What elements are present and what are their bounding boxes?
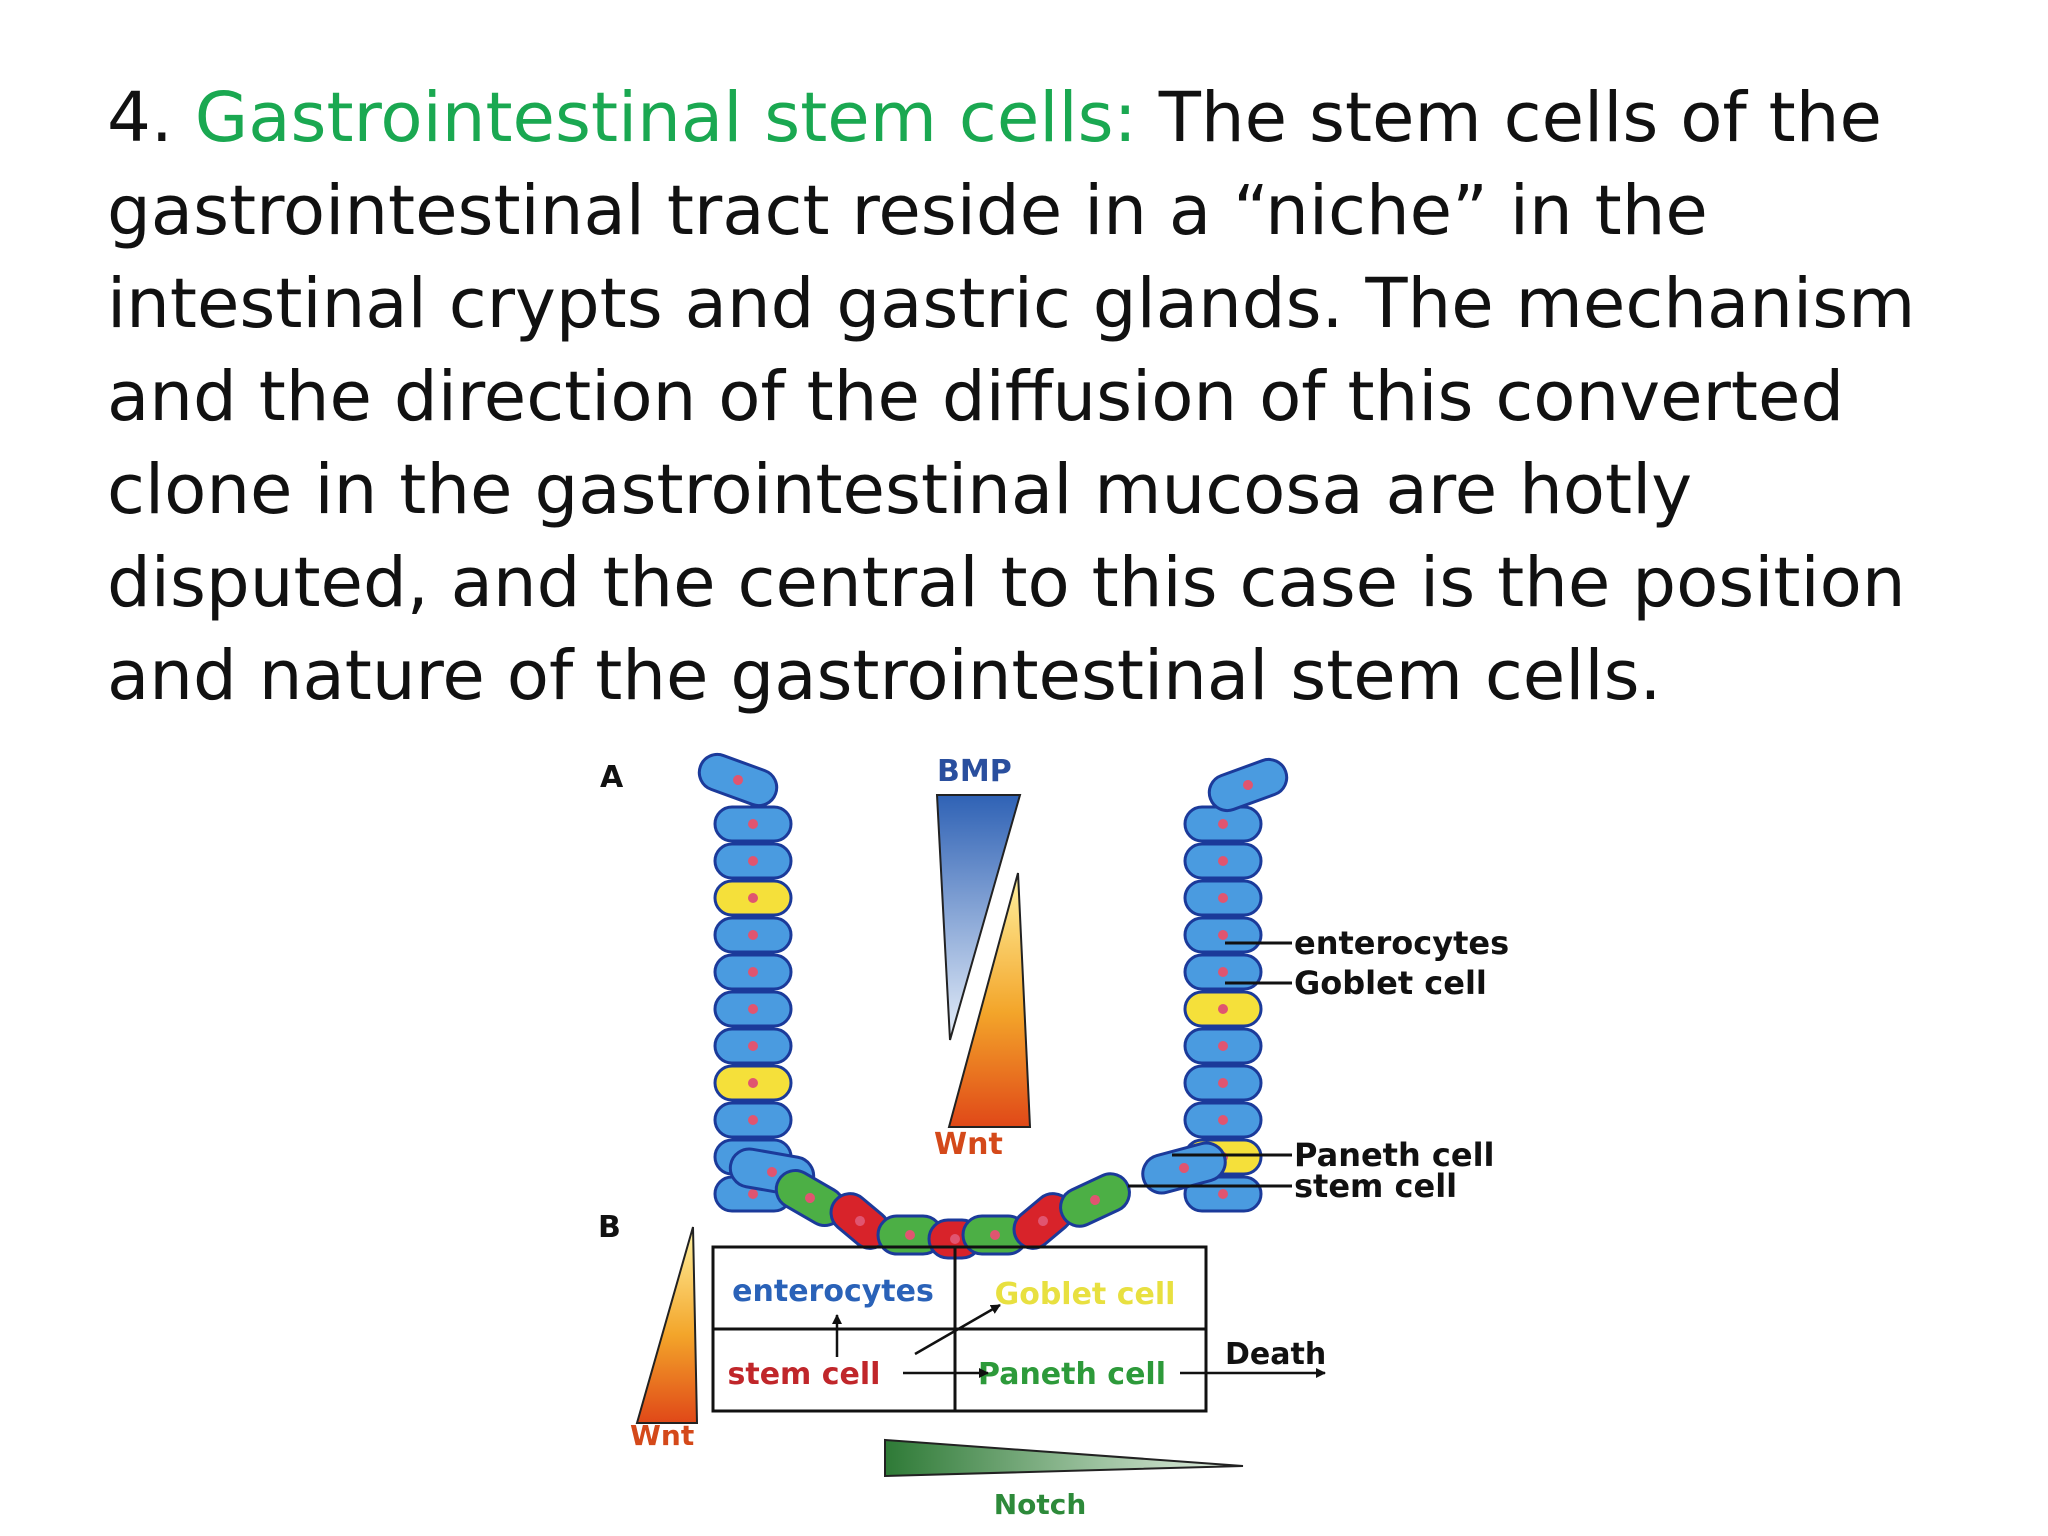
- nucleus: [748, 1078, 758, 1088]
- enterocyte-cell: [713, 805, 793, 843]
- nucleus: [733, 775, 743, 785]
- nucleus: [950, 1234, 960, 1244]
- enterocyte-cell: [713, 1027, 793, 1065]
- death-label: Death: [1225, 1337, 1326, 1372]
- nucleus: [990, 1230, 1000, 1240]
- callout-stem: stem cell: [1294, 1167, 1457, 1205]
- slide-line: intestinal crypts and gastric glands. Th…: [107, 264, 1916, 344]
- panel-b-wnt-label: Wnt: [630, 1419, 694, 1452]
- bmp-gradient-wedge: [935, 794, 1022, 1041]
- panel-b-paneth: Paneth cell: [978, 1357, 1166, 1392]
- nucleus: [1218, 967, 1228, 977]
- nucleus: [905, 1230, 915, 1240]
- panel-b-enterocytes: enterocytes: [732, 1274, 934, 1309]
- callout-enterocytes: enterocytes: [1294, 924, 1509, 962]
- wnt-label: Wnt: [934, 1127, 1003, 1162]
- slide-line: and the direction of the diffusion of th…: [107, 357, 1845, 437]
- stem-cell: [876, 1214, 944, 1256]
- enterocyte-cell: [713, 953, 793, 991]
- slide-line: gastrointestinal tract reside in a “nich…: [107, 171, 1708, 251]
- nucleus: [748, 856, 758, 866]
- stem-cell: [1059, 1172, 1131, 1228]
- nucleus: [1218, 856, 1228, 866]
- notch-gradient-wedge: [884, 1438, 1244, 1478]
- panel-b-wnt-wedge: [635, 1226, 699, 1424]
- nucleus: [1090, 1195, 1100, 1205]
- slide-line: clone in the gastrointestinal mucosa are…: [107, 450, 1693, 530]
- slide-text-line-1: 4. Gastrointestinal stem cells: The stem…: [107, 72, 2007, 165]
- nucleus: [1179, 1163, 1189, 1173]
- slide-heading: Gastrointestinal stem cells:: [194, 78, 1137, 158]
- enterocyte-cell: [1183, 805, 1263, 843]
- nucleus: [805, 1193, 815, 1203]
- nucleus: [1038, 1216, 1048, 1226]
- nucleus: [748, 1189, 758, 1199]
- nucleus: [748, 893, 758, 903]
- slide-number: 4.: [107, 78, 173, 158]
- enterocyte-cell: [713, 916, 793, 954]
- panel-b-stem: stem cell: [728, 1357, 881, 1392]
- enterocyte-cell: [1183, 1064, 1263, 1102]
- goblet-cell: [713, 879, 793, 917]
- slide-body-text: 4. Gastrointestinal stem cells: The stem…: [107, 72, 2007, 723]
- nucleus: [748, 819, 758, 829]
- nucleus: [748, 930, 758, 940]
- bmp-label: BMP: [937, 754, 1012, 789]
- nucleus: [1218, 819, 1228, 829]
- arrow-stem-to-goblet: [914, 1303, 1001, 1356]
- callout-goblet: Goblet cell: [1294, 964, 1487, 1002]
- enterocyte-cell: [1183, 1101, 1263, 1139]
- stem-cell-niche-diagram: A BMP Wnt enterocytes Goblet cell Paneth…: [598, 752, 1509, 1521]
- goblet-cell: [713, 1064, 793, 1102]
- slide-line: and nature of the gastrointestinal stem …: [107, 636, 1662, 716]
- nucleus: [1218, 1189, 1228, 1199]
- enterocyte-cell: [713, 1101, 793, 1139]
- enterocyte-cell: [1183, 916, 1263, 954]
- panel-b-label: B: [598, 1210, 621, 1245]
- enterocyte-cell: [1183, 953, 1263, 991]
- enterocyte-cell: [713, 842, 793, 880]
- enterocyte-cell: [1207, 757, 1289, 813]
- panel-a-label: A: [600, 760, 624, 795]
- enterocyte-cell: [1183, 842, 1263, 880]
- nucleus: [767, 1167, 777, 1177]
- nucleus: [1218, 1041, 1228, 1051]
- callout-paneth: Paneth cell: [1294, 1136, 1495, 1174]
- nucleus: [1218, 930, 1228, 940]
- stem-cell: [961, 1214, 1029, 1256]
- nucleus: [748, 1041, 758, 1051]
- nucleus: [748, 1115, 758, 1125]
- nucleus: [1243, 780, 1253, 790]
- enterocyte-cell: [1183, 1027, 1263, 1065]
- nucleus: [1218, 1115, 1228, 1125]
- goblet-cell: [1183, 990, 1263, 1028]
- nucleus: [1218, 893, 1228, 903]
- nucleus: [1218, 1004, 1228, 1014]
- panel-b-goblet: Goblet cell: [995, 1277, 1176, 1312]
- slide-line: disputed, and the central to this case i…: [107, 543, 1906, 623]
- enterocyte-cell: [697, 752, 779, 808]
- nucleus: [1218, 1078, 1228, 1088]
- wnt-gradient-wedge: [947, 872, 1032, 1128]
- slide-line: The stem cells of the: [1158, 78, 1882, 158]
- nucleus: [855, 1216, 865, 1226]
- notch-label: Notch: [994, 1488, 1087, 1521]
- enterocyte-cell: [1183, 879, 1263, 917]
- nucleus: [748, 967, 758, 977]
- enterocyte-cell: [713, 990, 793, 1028]
- nucleus: [748, 1004, 758, 1014]
